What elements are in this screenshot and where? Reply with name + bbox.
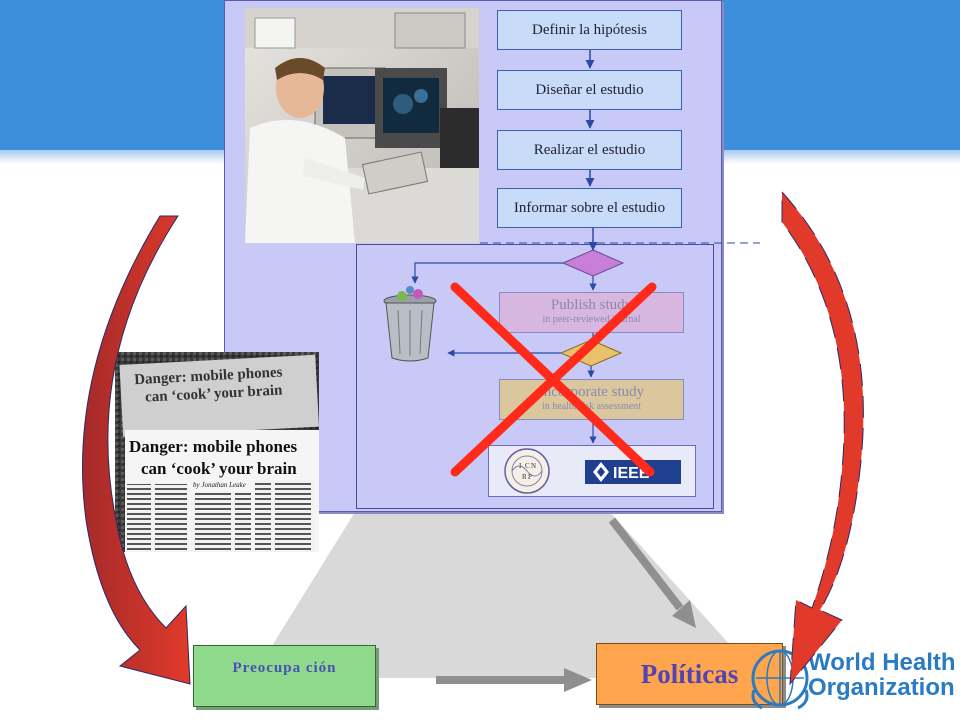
icnirp-letter: N [531, 462, 536, 470]
step-label: Informar sobre el estudio [513, 199, 666, 216]
publish-study-sublabel: in peer-reviewed journal [542, 314, 641, 325]
newspaper-headline-back-1: Danger: mobile phones [134, 364, 283, 388]
step-define-hypothesis: Definir la hipótesis [497, 10, 682, 50]
publish-study-box: Publish study in peer-reviewed journal [499, 292, 684, 333]
right-curved-arrow-icon [781, 190, 864, 686]
step-label: Realizar el estudio [533, 141, 646, 158]
newspaper-headline-2: can ‘cook’ your brain [141, 459, 297, 478]
newspaper-byline: by Jonathan Leake [193, 481, 246, 489]
concern-to-policy-arrow [436, 668, 592, 692]
trash-can-icon [383, 286, 437, 362]
left-curved-arrow-icon [82, 215, 191, 685]
policy-label: Políticas [640, 659, 739, 689]
lab-researcher-photo [245, 8, 479, 243]
reject-connector-1 [411, 262, 563, 284]
standards-logos-box: I C N R P IEEE [488, 445, 696, 497]
ieee-logo-icon: IEEE [585, 460, 681, 484]
who-line-1: World Health [808, 649, 956, 676]
icnirp-letter: P [528, 473, 532, 481]
newspaper-headline-1: Danger: mobile phones [129, 437, 298, 456]
who-line-2: Organization [808, 674, 955, 701]
step-report-study: Informar sobre el estudio [497, 188, 682, 228]
incorporate-study-sublabel: in health risk assessment [541, 401, 642, 412]
icnirp-logo-icon: I C N R P [504, 448, 550, 494]
who-wordmark: World Health Organization [808, 650, 956, 700]
newspaper-headline-back-2: can ‘cook’ your brain [145, 382, 284, 405]
decision-diamond-1 [561, 249, 625, 277]
icnirp-letter: I [519, 462, 522, 470]
rejection-cross-icon [450, 282, 657, 477]
step-label: Diseñar el estudio [535, 81, 644, 98]
newspaper-clipping: Danger: mobile phones can ‘cook’ your br… [115, 352, 319, 552]
publish-study-label: Publish study [550, 297, 633, 313]
step-design-study: Diseñar el estudio [497, 70, 682, 110]
step-conduct-study: Realizar el estudio [497, 130, 682, 170]
concern-box: Preocupa ción [193, 645, 376, 707]
step-label: Definir la hipótesis [532, 21, 647, 38]
concern-label: Preocupa ción [232, 660, 337, 676]
panel-to-policy-arrow [608, 517, 696, 628]
icnirp-letter: R [522, 473, 527, 481]
icnirp-letter: C [525, 462, 530, 470]
